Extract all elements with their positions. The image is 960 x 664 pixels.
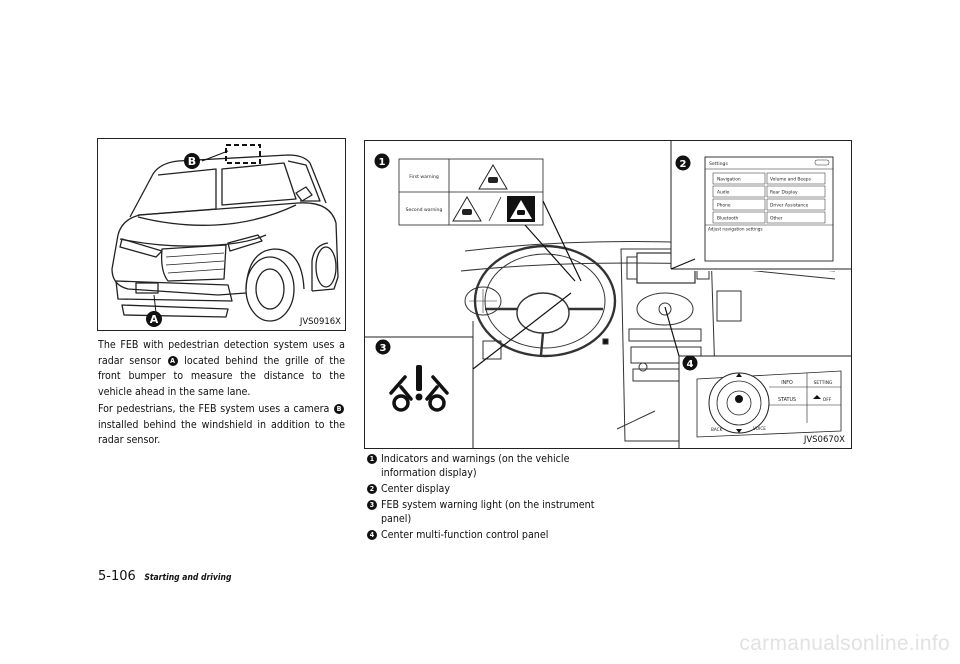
first-warning-label: First warning xyxy=(409,174,439,180)
figure-code: JVS0916X xyxy=(299,317,341,327)
camera-location-box xyxy=(225,144,261,164)
callout-text: Indicators and warnings (on the vehicle … xyxy=(381,453,570,479)
figure-code: JVS0670X xyxy=(803,435,845,445)
status-button: STATUS xyxy=(778,397,796,403)
feb-warning-icon xyxy=(389,375,449,412)
inset-control-panel: INFO SETTING STATUS OFF VOICE BACK xyxy=(678,355,851,448)
page-footer: 5-106 Starting and driving xyxy=(98,565,231,584)
callout-item: 2 Center display xyxy=(366,482,606,496)
inset-center-display: Settings Navigation Audio Phone Bluetoot… xyxy=(670,141,851,271)
label-a-circle xyxy=(146,311,162,327)
paragraph-radar: The FEB with pedestrian detection system… xyxy=(98,339,345,398)
off-button: OFF xyxy=(823,397,832,403)
callout-marker-2: 2 xyxy=(675,155,691,171)
paragraph-camera: For pedestrians, the FEB system uses a c… xyxy=(98,403,345,446)
menu-audio: Audio xyxy=(717,190,730,196)
first-warning-icon xyxy=(478,164,508,190)
menu-navigation: Navigation xyxy=(717,177,741,183)
menu-bluetooth: Bluetooth xyxy=(717,216,739,222)
label-a: A xyxy=(150,313,159,326)
setting-button: SETTING xyxy=(814,380,833,386)
callout-text: FEB system warning light (on the instrum… xyxy=(381,499,595,525)
callout-marker-3: 3 xyxy=(375,339,391,355)
callout-marker-1: 1 xyxy=(374,153,390,169)
car-off-icon xyxy=(813,395,821,399)
callout-item: 3 FEB system warning light (on the instr… xyxy=(366,498,606,526)
back-icon xyxy=(814,159,830,166)
vehicle-illustration: B A xyxy=(111,144,339,327)
callout-text: Center multi-function control panel xyxy=(381,529,549,541)
menu-phone: Phone xyxy=(717,203,731,209)
marker-b: B xyxy=(334,404,344,414)
callout-text: Center display xyxy=(381,483,450,495)
settings-title: Settings xyxy=(709,161,728,167)
label-b-circle xyxy=(184,153,200,169)
label-b: B xyxy=(188,155,196,168)
voice-button: VOICE xyxy=(753,426,766,431)
callout-number: 4 xyxy=(367,530,377,540)
callout-number: 2 xyxy=(367,484,377,494)
callout-number: 3 xyxy=(367,500,377,510)
callout-number: 1 xyxy=(367,454,377,464)
second-warning-label: Second warning xyxy=(406,207,443,213)
back-button: BACK xyxy=(711,427,723,432)
svg-text:1: 1 xyxy=(379,157,386,168)
callout-item: 1 Indicators and warnings (on the vehicl… xyxy=(366,452,606,480)
svg-text:2: 2 xyxy=(680,159,687,170)
info-button: INFO xyxy=(781,380,793,386)
svg-text:3: 3 xyxy=(380,343,387,354)
menu-driver-assistance: Driver Assistance xyxy=(770,203,809,209)
callout-list: 1 Indicators and warnings (on the vehicl… xyxy=(366,452,606,544)
cockpit-illustration: First warning Second warning xyxy=(365,141,851,448)
menu-rear-display: Rear Display xyxy=(770,190,798,196)
marker-a: A xyxy=(167,355,178,366)
menu-other: Other xyxy=(770,216,783,222)
inset-warnings: First warning Second warning xyxy=(398,158,544,226)
menu-volume: Volume and Beeps xyxy=(770,177,812,183)
second-warning-icon xyxy=(452,196,535,222)
section-title: Starting and driving xyxy=(144,573,232,583)
page-number: 5-106 xyxy=(98,569,136,584)
body-text: The FEB with pedestrian detection system… xyxy=(98,338,345,451)
settings-footer: Adjust navigation settings xyxy=(708,227,763,232)
svg-text:4: 4 xyxy=(687,359,694,370)
callout-marker-4: 4 xyxy=(682,355,698,371)
watermark[interactable]: carmanualsonline.info xyxy=(739,632,950,655)
callout-item: 4 Center multi-function control panel xyxy=(366,528,606,542)
figure-cockpit: First warning Second warning xyxy=(364,140,852,449)
figure-vehicle-sensors: B A JVS0916X xyxy=(97,138,346,331)
inset-warning-light xyxy=(365,336,474,448)
